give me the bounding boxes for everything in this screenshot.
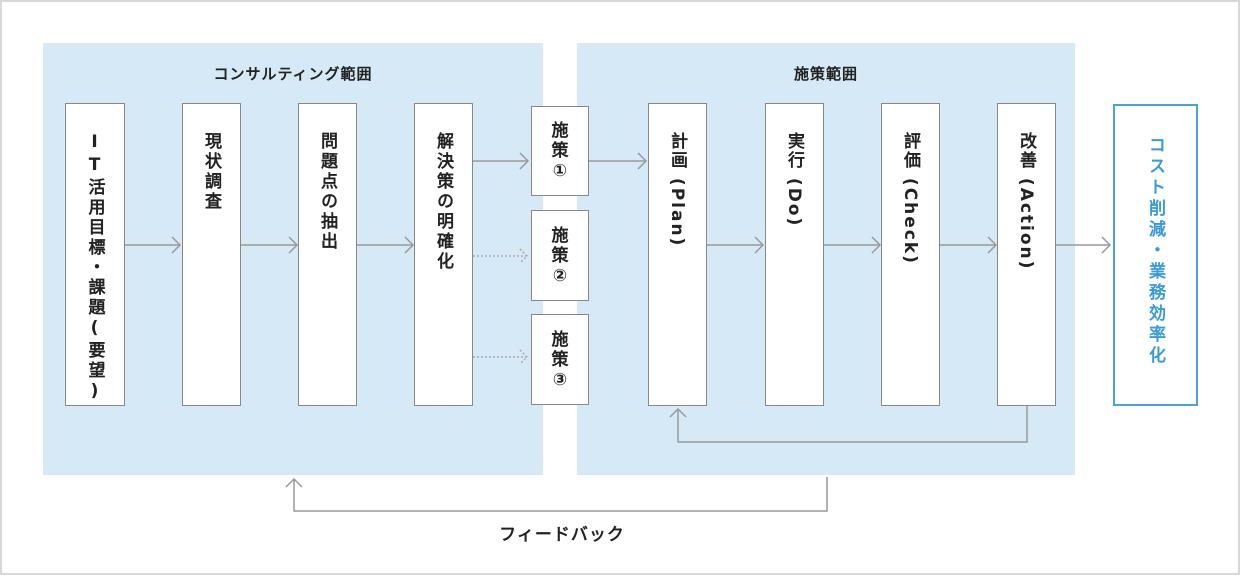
arrow-action-loop-to-plan: [677, 406, 1028, 443]
measure-1-char-1: 施: [551, 121, 569, 141]
measure-2: 施 策 ②: [531, 210, 589, 301]
step-plan: 計画 (Plan): [648, 103, 707, 406]
step-do: 実行 (Do): [765, 103, 824, 406]
measure-1: 施 策 ①: [531, 106, 589, 196]
measure-1-number: ①: [552, 161, 568, 181]
step-check: 評価 (Check): [881, 103, 940, 406]
arrow-feedback-loop: [293, 477, 828, 512]
result-label: コスト削減・業務効率化: [1145, 136, 1165, 367]
step-solution-clarification: 解決策の明確化: [414, 103, 473, 406]
result-box: コスト削減・業務効率化: [1113, 104, 1198, 406]
measure-2-char-2: 策: [551, 245, 569, 266]
measure-3-number: ③: [552, 369, 568, 390]
implementation-region-title: 施策範囲: [793, 65, 858, 83]
step-current-survey-label: 現状調査: [201, 132, 221, 212]
measure-3: 施 策 ③: [531, 314, 589, 405]
measure-1-char-2: 策: [551, 141, 569, 161]
measure-3-char-1: 施: [551, 329, 569, 350]
step-action: 改善 (Action): [997, 103, 1056, 406]
step-issue-extraction: 問題点の抽出: [298, 103, 357, 406]
step-check-label: 評価 (Check): [900, 132, 920, 265]
step-action-label: 改善 (Action): [1016, 132, 1036, 271]
consulting-region-title: コンサルティング範囲: [213, 65, 373, 83]
feedback-label: フィードバック: [499, 525, 625, 545]
step-issue-extraction-label: 問題点の抽出: [317, 132, 337, 252]
step-do-label: 実行 (Do): [784, 132, 804, 228]
measure-2-number: ②: [552, 265, 568, 286]
step-current-survey: 現状調査: [182, 103, 241, 406]
measure-3-char-2: 策: [551, 349, 569, 370]
measure-2-char-1: 施: [551, 225, 569, 246]
step-it-goals-label: IT活用目標・課題(要望): [84, 132, 105, 404]
step-it-goals: IT活用目標・課題(要望): [65, 103, 125, 406]
step-solution-clarification-label: 解決策の明確化: [433, 132, 453, 272]
step-plan-label: 計画 (Plan): [667, 132, 687, 248]
